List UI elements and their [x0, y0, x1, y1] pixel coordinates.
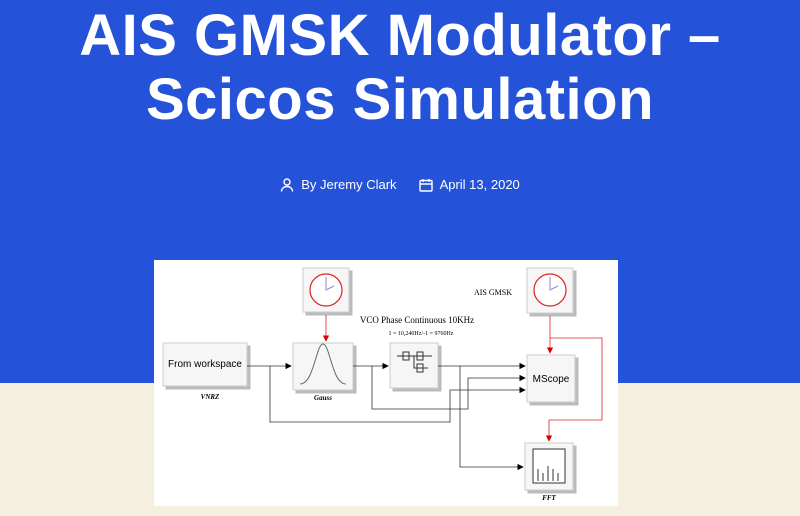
mscope-block: MScope [526, 354, 576, 403]
svg-text:From workspace: From workspace [168, 359, 242, 370]
svg-text:FFT: FFT [542, 494, 556, 502]
scicos-diagram-figure: From workspace VNRZ Gauss VCO Phase Cont… [154, 260, 618, 506]
calendar-icon [418, 178, 433, 192]
clock-links [322, 315, 603, 442]
clock-block-2 [526, 267, 574, 314]
person-icon [281, 177, 294, 192]
gaussian-curve-icon [299, 343, 347, 385]
svg-text:1 = 10,240Hz/-1 = 9760Hz: 1 = 10,240Hz/-1 = 9760Hz [389, 331, 454, 337]
page-title: AIS GMSK Modulator – Scicos Simulation [79, 3, 721, 132]
from-workspace-block: From workspace [162, 342, 248, 387]
post-date[interactable]: April 13, 2020 [418, 177, 520, 192]
svg-text:VNRZ: VNRZ [201, 393, 220, 401]
post-author[interactable]: By Jeremy Clark [280, 177, 397, 192]
svg-text:VCO Phase Continuous 10KHz: VCO Phase Continuous 10KHz [360, 315, 474, 325]
clock-block-1 [302, 267, 350, 313]
svg-text:AIS GMSK: AIS GMSK [474, 288, 512, 297]
svg-text:MScope: MScope [533, 374, 570, 385]
signal-links [247, 362, 526, 471]
gauss-block [292, 342, 354, 391]
fft-block [524, 442, 574, 491]
svg-text:Gauss: Gauss [314, 394, 332, 402]
post-meta: By Jeremy Clark April 13, 2020 [0, 177, 800, 192]
vco-block [389, 342, 439, 389]
